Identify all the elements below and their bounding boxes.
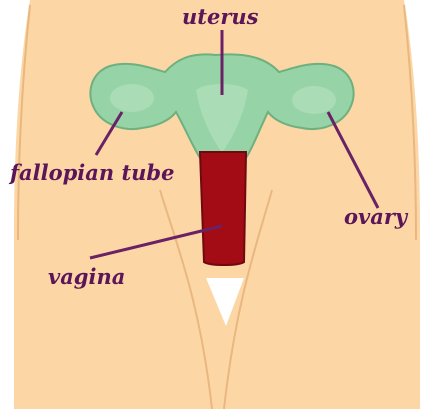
left-ovary — [110, 84, 154, 112]
label-ovary: ovary — [344, 204, 409, 229]
label-vagina: vagina — [48, 264, 125, 289]
label-fallopian-tube: fallopian tube — [8, 160, 174, 185]
right-ovary — [292, 86, 336, 114]
vaginal-canal — [200, 152, 246, 265]
label-uterus: uterus — [182, 4, 259, 29]
